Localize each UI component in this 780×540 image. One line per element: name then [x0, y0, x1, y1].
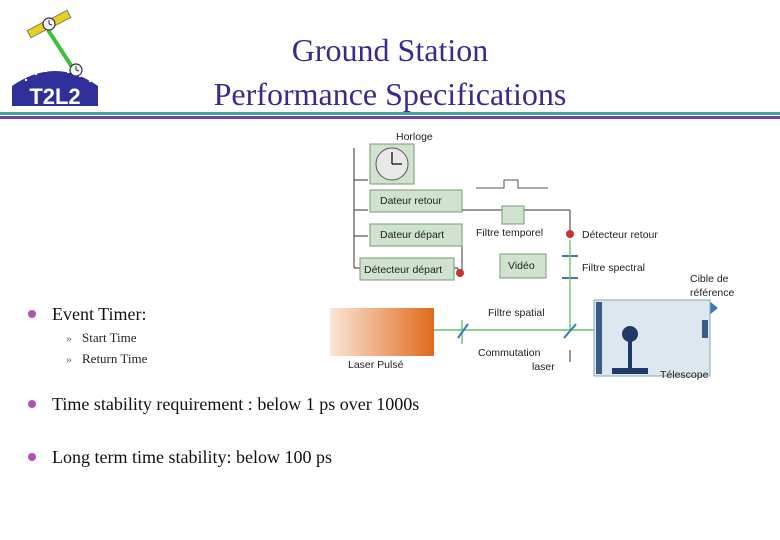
t2l2-logo: T2L2: [12, 9, 98, 109]
label-dateur-depart: Dateur départ: [380, 229, 444, 241]
telescope-primary-mirror: [596, 302, 602, 374]
label-dateur-retour: Dateur retour: [380, 195, 442, 207]
label-video: Vidéo: [508, 260, 535, 272]
telescope-mount-icon: [612, 326, 648, 374]
sub-marker: »: [66, 352, 72, 366]
label-telescope: Télescope: [660, 369, 709, 381]
bullet-dot: [28, 399, 36, 408]
label-laser-pulse: Laser Pulsé: [348, 359, 404, 371]
slide-title: Ground Station Performance Specification…: [150, 28, 630, 116]
detecteur-depart-box: [359, 257, 455, 281]
bullet-stability: Time stability requirement : below 1 ps …: [28, 394, 419, 415]
label-filtre-temporel: Filtre temporel: [476, 227, 543, 239]
label-commutation-1: Commutation: [478, 347, 541, 359]
satellite-icon: [26, 9, 72, 39]
telescope-housing: [593, 299, 711, 377]
sub-item-return-time: » Return Time: [66, 351, 147, 367]
clock-icon: [375, 147, 409, 181]
ground-clock-icon: [69, 63, 83, 77]
bullet-dot: [28, 309, 36, 318]
filtre-temporel-box: [501, 205, 525, 225]
logo-text: T2L2: [29, 84, 80, 109]
sub-item-start-time: » Start Time: [66, 330, 137, 346]
mirror-1: [457, 323, 469, 339]
dateur-retour-box: [369, 189, 463, 213]
detecteur-retour-led: [566, 230, 574, 238]
mirror-2: [563, 323, 577, 339]
sub-item-text: Start Time: [82, 330, 137, 345]
bullet-text: Time stability requirement : below 1 ps …: [52, 394, 420, 414]
label-cible-1: Cible de: [690, 273, 729, 285]
label-horloge: Horloge: [396, 131, 433, 143]
dateur-depart-box: [369, 223, 463, 247]
laser-beam: [46, 28, 76, 72]
bullet-long-term: Long term time stability: below 100 ps: [28, 447, 332, 468]
telescope-secondary-mirror: [702, 320, 708, 338]
label-detecteur-retour: Détecteur retour: [582, 229, 658, 241]
bullet-text: Long term time stability: below 100 ps: [52, 447, 332, 467]
label-filtre-spatial: Filtre spatial: [488, 307, 545, 319]
sub-item-text: Return Time: [82, 351, 148, 366]
sub-marker: »: [66, 331, 72, 345]
bullet-event-timer: Event Timer:: [28, 304, 147, 325]
label-cible-2: référence: [690, 287, 735, 299]
detecteur-depart-led: [456, 269, 464, 277]
laser-box: [330, 308, 434, 356]
title-line-2: Performance Specifications: [213, 76, 567, 112]
pulse-waveform: [476, 179, 548, 189]
label-filtre-spectral: Filtre spectral: [582, 262, 645, 274]
label-commutation-2: laser: [532, 361, 555, 373]
bullet-dot: [28, 452, 36, 461]
header-rule: [0, 112, 780, 119]
title-line-1: Ground Station: [291, 32, 489, 68]
bullet-text: Event Timer:: [52, 304, 147, 324]
dome-dots: [24, 68, 92, 83]
earth-dome: [12, 71, 98, 106]
ground-station-diagram: Horloge Dateur retour Dateur départ Déte…: [330, 131, 735, 381]
label-detecteur-depart: Détecteur départ: [364, 264, 442, 276]
video-box: [499, 253, 547, 279]
